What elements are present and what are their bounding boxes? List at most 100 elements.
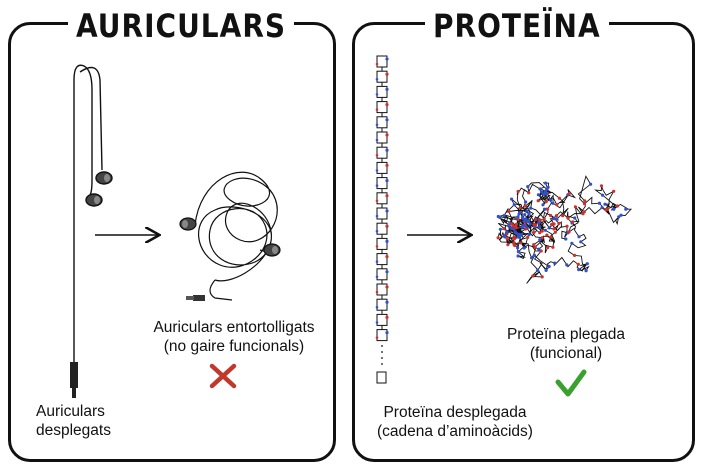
residue-block	[376, 268, 388, 281]
atom-dot	[544, 181, 548, 185]
atom-dot	[526, 219, 531, 223]
atom-dot	[582, 202, 587, 206]
atom-dot	[530, 256, 534, 260]
atom-dot	[545, 192, 549, 196]
atom-dot	[585, 262, 589, 266]
atom-dot	[547, 226, 552, 230]
residue-block	[376, 371, 387, 384]
atom-dot	[583, 199, 587, 203]
atom-dot	[545, 233, 549, 237]
atom-dot	[554, 214, 559, 218]
amino-acid-chain-illustration	[375, 55, 389, 384]
atom-dot	[552, 222, 556, 226]
atom-dot	[542, 192, 546, 196]
residue-block	[376, 298, 388, 311]
atom-dot	[547, 264, 551, 269]
residue-block	[376, 131, 388, 144]
atom-dot	[555, 203, 559, 207]
atom-dot	[532, 243, 536, 247]
atom-dot	[375, 108, 379, 111]
residue-block	[376, 313, 388, 326]
atom-dot	[516, 254, 520, 258]
atom-dot	[531, 274, 535, 278]
atom-dot	[385, 194, 389, 198]
ellipsis-dot	[381, 357, 383, 359]
atom-dot	[375, 214, 379, 218]
atom-dot	[502, 213, 506, 218]
atom-dot	[375, 260, 379, 263]
atom-dot	[551, 201, 555, 205]
atom-dot	[375, 138, 379, 142]
residue-block	[376, 70, 388, 83]
residue-block	[376, 283, 388, 296]
cross-icon	[209, 363, 237, 389]
atom-dot	[549, 198, 553, 202]
atom-dot	[540, 236, 544, 240]
checkmark-icon	[555, 369, 587, 397]
atom-dot	[516, 215, 520, 219]
atom-dot	[526, 235, 530, 239]
atom-dot	[375, 153, 379, 157]
atom-dot	[375, 199, 379, 203]
unfolded-protein-caption: Proteïna desplegada (cadena d’aminoàcids…	[377, 404, 533, 440]
atom-dot	[544, 200, 548, 204]
atom-dot	[375, 321, 379, 324]
atom-dot	[552, 227, 556, 231]
atom-dot	[565, 263, 569, 267]
atom-dot	[520, 232, 524, 237]
atom-dot	[375, 305, 379, 309]
atom-dot	[561, 214, 565, 218]
atom-dot	[573, 216, 577, 220]
atom-dot	[375, 77, 379, 81]
atom-dot	[505, 237, 509, 241]
atom-dot	[385, 57, 389, 61]
folded-protein-illustration	[496, 175, 633, 284]
atom-dot	[523, 219, 528, 223]
ellipsis-dot	[381, 363, 383, 365]
atom-dot	[543, 189, 547, 193]
atom-dot	[543, 228, 548, 232]
atom-dot	[538, 218, 542, 222]
atom-dot	[549, 213, 553, 218]
atom-dot	[550, 222, 554, 227]
atom-dot	[541, 203, 545, 207]
residue-block	[376, 253, 388, 266]
atom-dot	[532, 223, 537, 227]
residue-block	[376, 207, 388, 220]
headphones-panel	[8, 22, 336, 462]
atom-dot	[385, 239, 389, 243]
atom-dot	[525, 209, 529, 213]
atom-dot	[507, 224, 511, 228]
ellipsis-dot	[381, 345, 383, 347]
residue-block	[376, 329, 388, 342]
atom-dot	[527, 191, 531, 195]
atom-dot	[385, 103, 389, 107]
atom-dot	[375, 184, 379, 187]
atom-dot	[537, 221, 541, 225]
earbud-icon	[95, 171, 113, 185]
atom-dot	[514, 231, 519, 235]
atom-dot	[551, 245, 555, 249]
atom-dot	[524, 200, 528, 204]
atom-dot	[519, 241, 523, 245]
atom-dot	[516, 217, 520, 221]
earbud-icon	[179, 217, 197, 231]
atom-dot	[546, 185, 550, 189]
residue-block	[376, 55, 388, 68]
atom-dot	[517, 212, 521, 216]
atom-dot	[512, 237, 517, 241]
atom-dot	[539, 190, 544, 194]
atom-dot	[375, 245, 379, 248]
atom-dot	[549, 235, 553, 239]
atom-dot	[542, 207, 547, 211]
atom-dot	[385, 87, 389, 91]
atom-dot	[579, 240, 583, 244]
atom-dot	[506, 243, 510, 247]
atom-dot	[553, 261, 557, 265]
atom-dot	[536, 193, 541, 197]
atom-dot	[523, 213, 527, 217]
atom-dot	[516, 250, 521, 254]
protein-title: PROTEÏNA	[425, 6, 609, 48]
atom-dot	[538, 231, 542, 235]
atom-dot	[612, 189, 616, 193]
